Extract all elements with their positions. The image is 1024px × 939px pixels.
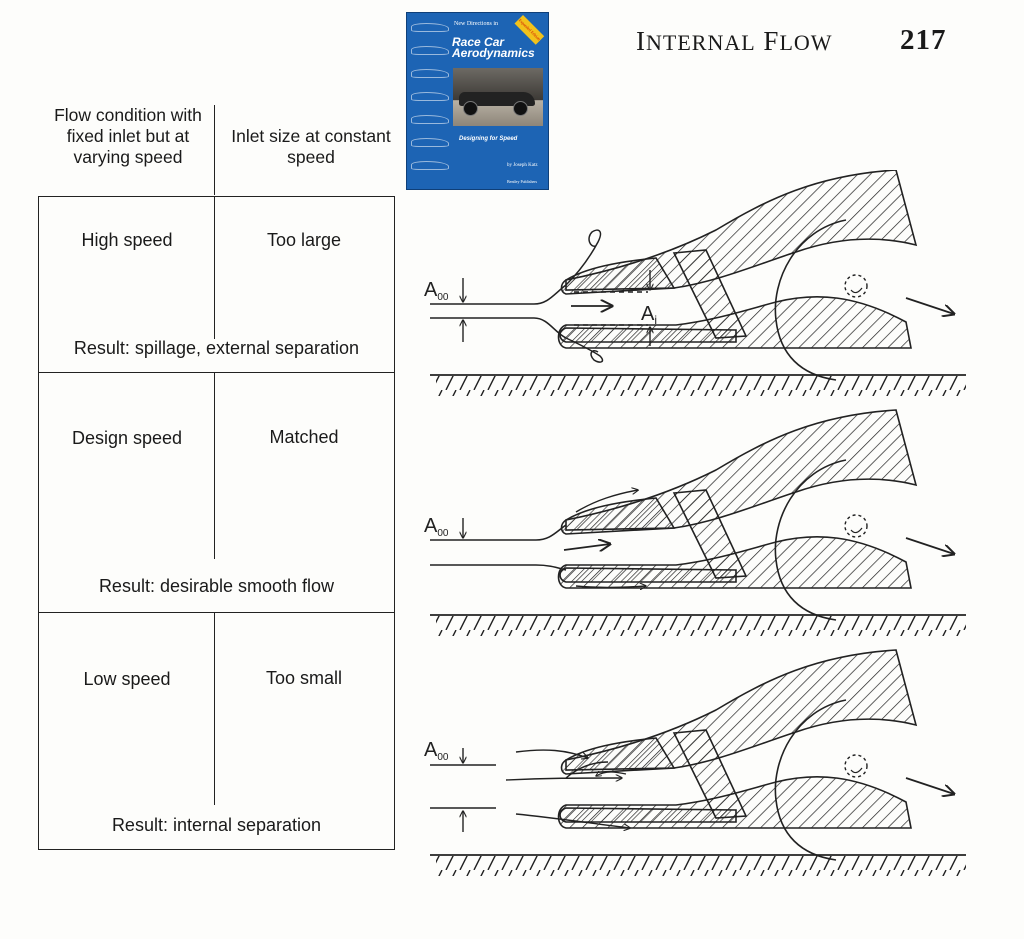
column-header-inlet: Inlet size at constant speed (231, 126, 391, 167)
cell-divider (214, 613, 215, 805)
capture-area-label: A00 (424, 515, 449, 539)
inlet-area-label: Ai (641, 303, 657, 327)
inlet-cell: Too large (266, 230, 342, 250)
cover-author: by Joseph Katz (507, 163, 538, 168)
diagram-low-speed: A00 (424, 650, 966, 876)
inlet-area-label-main: A (641, 303, 655, 325)
inlet-cell: Too small (265, 668, 343, 688)
running-head-rest-1: NTERNAL (646, 30, 756, 55)
result-text: Result: desirable smooth flow (98, 576, 335, 596)
capture-area-label-main: A (424, 515, 438, 537)
page-number: 217 (900, 24, 947, 56)
cover-subtitle: Designing for Speed (459, 136, 518, 142)
table-row: Design speed Matched Result: desirable s… (39, 372, 394, 613)
running-head-cap-2: F (763, 26, 780, 56)
table-row: Low speed Too small Result: internal sep… (39, 612, 394, 850)
table-row: High speed Too large Result: spillage, e… (39, 197, 394, 372)
cover-sketches (411, 23, 449, 183)
cover-wheel-rear (513, 101, 528, 116)
capture-area-label-sub: 00 (437, 292, 449, 303)
capture-area-label-sub: 00 (437, 528, 449, 539)
condition-cell: Design speed (71, 428, 183, 448)
column-header-condition: Flow condition with fixed inlet but at v… (54, 105, 202, 167)
condition-cell: High speed (81, 230, 173, 250)
cover-series: New Directions in (454, 21, 498, 27)
inlet-cell: Matched (269, 427, 339, 447)
cover-publisher: Bentley Publishers (507, 179, 538, 184)
running-head-cap-1: I (636, 26, 646, 56)
cover-title-line-2: Aerodynamics (452, 46, 535, 60)
running-head: INTERNAL FLOW (636, 26, 833, 57)
header-divider (214, 105, 215, 195)
capture-area-label-main: A (424, 739, 438, 761)
capture-area-label-main: A (424, 279, 438, 301)
cover-photo (453, 68, 543, 126)
inlet-area-label-sub: i (654, 313, 657, 327)
result-text: Result: spillage, external separation (73, 338, 360, 358)
cell-divider (214, 197, 215, 339)
cell-divider (214, 373, 215, 559)
diagram-high-speed: A00 Ai (424, 170, 966, 396)
cover-wheel-front (463, 101, 478, 116)
result-text: Result: internal separation (111, 815, 322, 835)
diagram-design-speed: A00 (424, 410, 966, 636)
condition-cell: Low speed (83, 669, 171, 689)
capture-area-label: A00 (424, 279, 449, 303)
inlet-flow-diagram: A00 Ai A00 A00 (424, 170, 976, 890)
cover-title-line-1: Race Car (452, 35, 505, 49)
running-head-rest-2: LOW (779, 30, 833, 55)
capture-area-label-sub: 00 (437, 752, 449, 763)
flow-condition-table: High speed Too large Result: spillage, e… (38, 196, 395, 850)
capture-area-label: A00 (424, 739, 449, 763)
